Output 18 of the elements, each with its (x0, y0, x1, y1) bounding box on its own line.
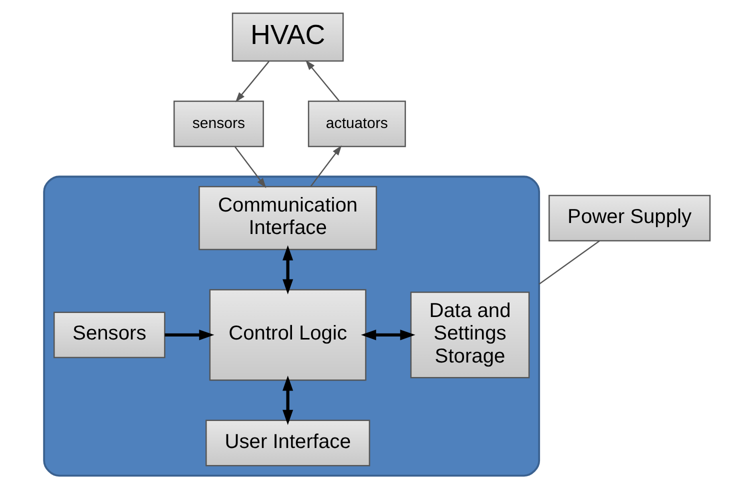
arrow (310, 145, 342, 187)
node-box: Sensors (53, 312, 165, 358)
arrow (234, 61, 269, 102)
node-box: User Interface (205, 420, 370, 466)
arrow (282, 376, 293, 425)
node-box: actuators (307, 100, 406, 148)
arrow (282, 245, 293, 294)
node-box: sensors (172, 100, 264, 148)
node-box: Communication Interface (198, 186, 377, 250)
node-box: HVAC (231, 12, 344, 62)
node-box: Control Logic (208, 289, 366, 381)
connector (538, 240, 600, 285)
arrow (234, 146, 266, 188)
node-box: Data and Settings Storage (410, 292, 530, 378)
arrow (164, 330, 214, 340)
arrow (360, 330, 415, 340)
node-box: Power Supply (548, 194, 710, 242)
arrow (305, 60, 339, 102)
